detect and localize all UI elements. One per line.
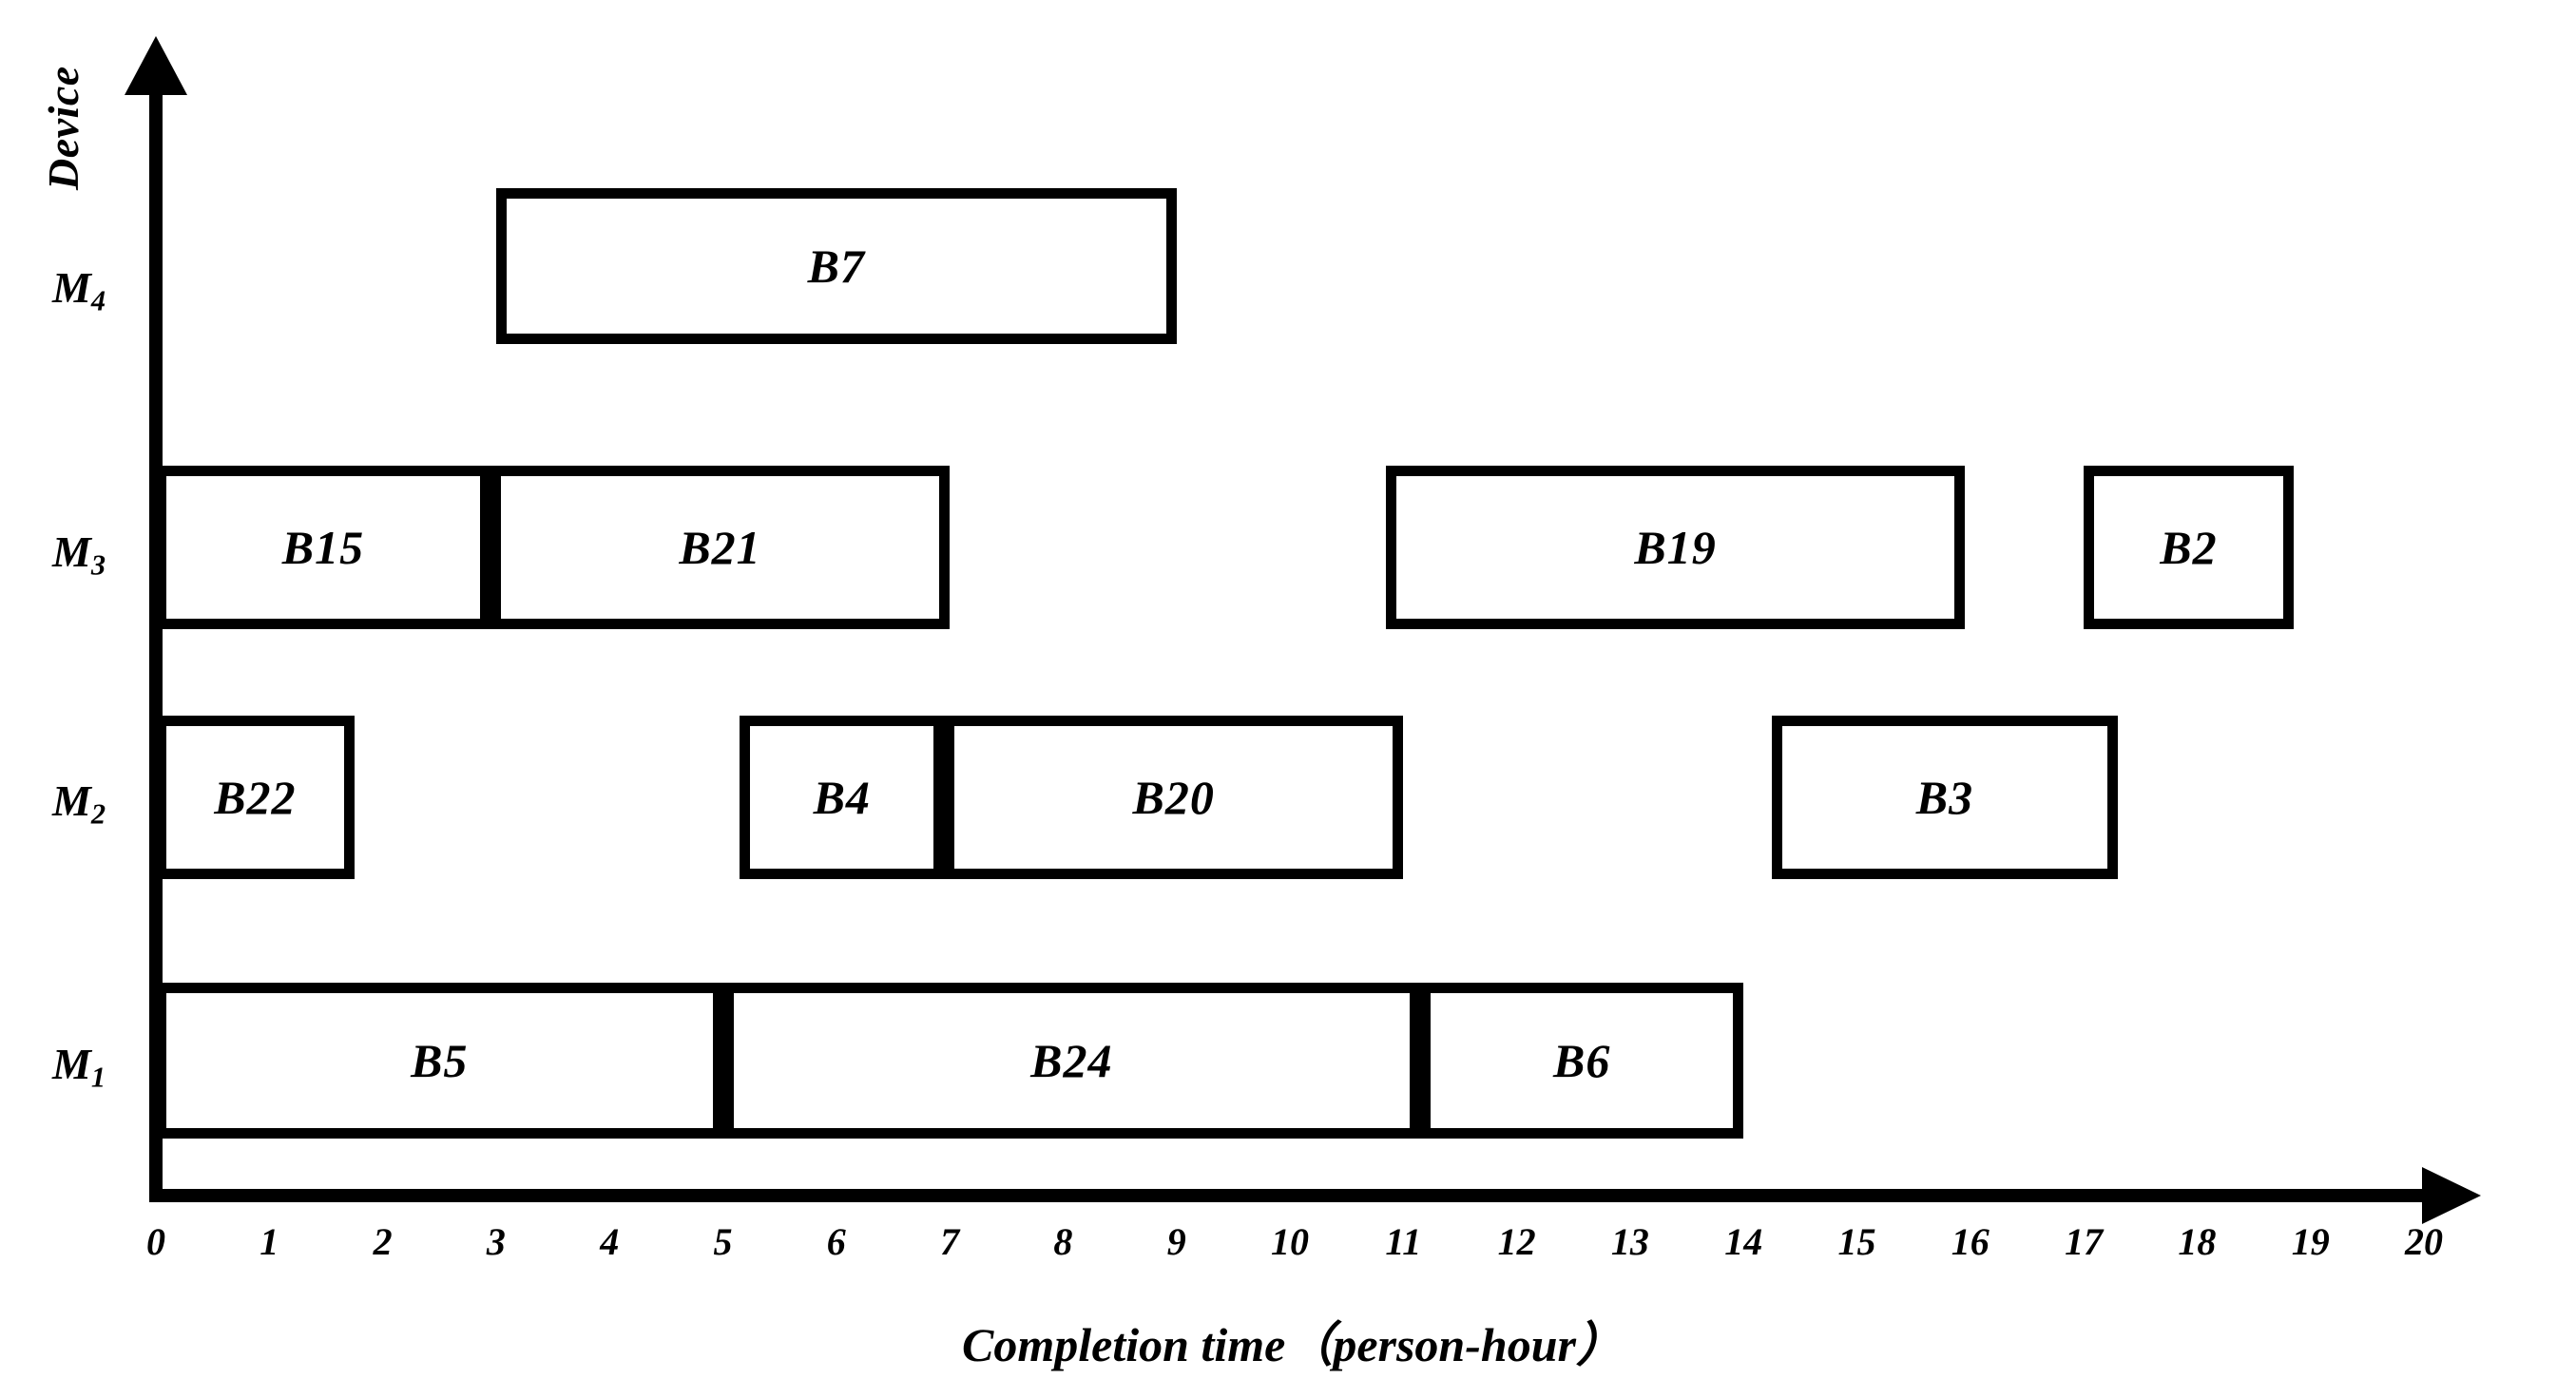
gantt-bar-b6[interactable]: B6: [1420, 983, 1744, 1139]
x-tick-label: 1: [260, 1220, 279, 1263]
y-tick-label-m1: M1: [52, 1039, 106, 1095]
y-axis-title: Device: [39, 66, 87, 190]
x-tick-label: 16: [1951, 1220, 1990, 1263]
x-tick-label: 3: [486, 1220, 506, 1263]
y-tick-base: M: [52, 776, 91, 825]
x-tick-label: 0: [146, 1220, 165, 1263]
gantt-bar-label: B22: [214, 771, 297, 824]
gantt-bar-label: B5: [411, 1034, 469, 1087]
y-tick-sub: 2: [90, 797, 106, 831]
gantt-bar-b2[interactable]: B2: [2084, 466, 2294, 629]
y-axis-line: [149, 90, 163, 1202]
x-tick-label: 10: [1271, 1220, 1309, 1263]
gantt-bar-b21[interactable]: B21: [490, 466, 951, 629]
gantt-bar-label: B7: [807, 239, 865, 293]
y-tick-base: M: [52, 262, 91, 312]
y-tick-sub: 1: [90, 1061, 106, 1094]
gantt-bar-label: B3: [1915, 771, 1974, 824]
x-tick-label: 9: [1166, 1220, 1186, 1263]
gantt-bar-label: B19: [1634, 521, 1717, 574]
gantt-bar-b15[interactable]: B15: [156, 466, 490, 629]
y-axis-arrowhead: [125, 36, 187, 95]
x-tick-label: 14: [1724, 1220, 1763, 1263]
x-tick-label: 13: [1610, 1220, 1649, 1263]
y-tick-sub: 3: [90, 548, 106, 582]
gantt-bar-label: B15: [281, 521, 365, 574]
x-tick-label: 7: [940, 1220, 960, 1263]
gantt-bar-label: B20: [1132, 771, 1215, 824]
gantt-bar-label: B6: [1553, 1034, 1611, 1087]
x-tick-label: 17: [2065, 1220, 2104, 1263]
x-axis-line: [149, 1189, 2431, 1202]
x-tick-label: 8: [1053, 1220, 1073, 1263]
x-tick-label: 5: [713, 1220, 733, 1263]
x-tick-label: 11: [1385, 1220, 1422, 1263]
gantt-bar-b22[interactable]: B22: [156, 716, 355, 879]
gantt-bar-b3[interactable]: B3: [1772, 716, 2118, 879]
x-tick-label: 2: [373, 1220, 393, 1263]
gantt-bar-label: B4: [813, 771, 871, 824]
gantt-bar-b7[interactable]: B7: [495, 188, 1177, 344]
x-tick-label: 15: [1837, 1220, 1876, 1263]
x-tick-label: 20: [2405, 1220, 2443, 1263]
y-tick-base: M: [52, 1039, 91, 1088]
y-tick-label-m4: M4: [52, 262, 106, 318]
x-axis-arrowhead: [2422, 1167, 2481, 1224]
gantt-bar-b20[interactable]: B20: [944, 716, 1404, 879]
gantt-bar-label: B24: [1030, 1034, 1113, 1087]
x-tick-label: 19: [2291, 1220, 2330, 1263]
gantt-bar-b4[interactable]: B4: [740, 716, 945, 879]
gantt-bar-label: B21: [679, 521, 761, 574]
x-tick-label: 6: [826, 1220, 846, 1263]
gantt-bar-b19[interactable]: B19: [1386, 466, 1965, 629]
gantt-bar-b5[interactable]: B5: [156, 983, 723, 1139]
y-tick-label-m2: M2: [52, 776, 106, 832]
x-axis-title: Completion time（person-hour）: [962, 1318, 1624, 1371]
gantt-bar-label: B2: [2160, 521, 2218, 574]
x-tick-label: 18: [2178, 1220, 2217, 1263]
y-tick-label-m3: M3: [52, 527, 106, 583]
x-tick-label: 12: [1497, 1220, 1536, 1263]
y-tick-base: M: [52, 527, 91, 576]
x-tick-label: 4: [600, 1220, 620, 1263]
gantt-bar-b24[interactable]: B24: [722, 983, 1421, 1139]
y-tick-sub: 4: [90, 284, 106, 317]
